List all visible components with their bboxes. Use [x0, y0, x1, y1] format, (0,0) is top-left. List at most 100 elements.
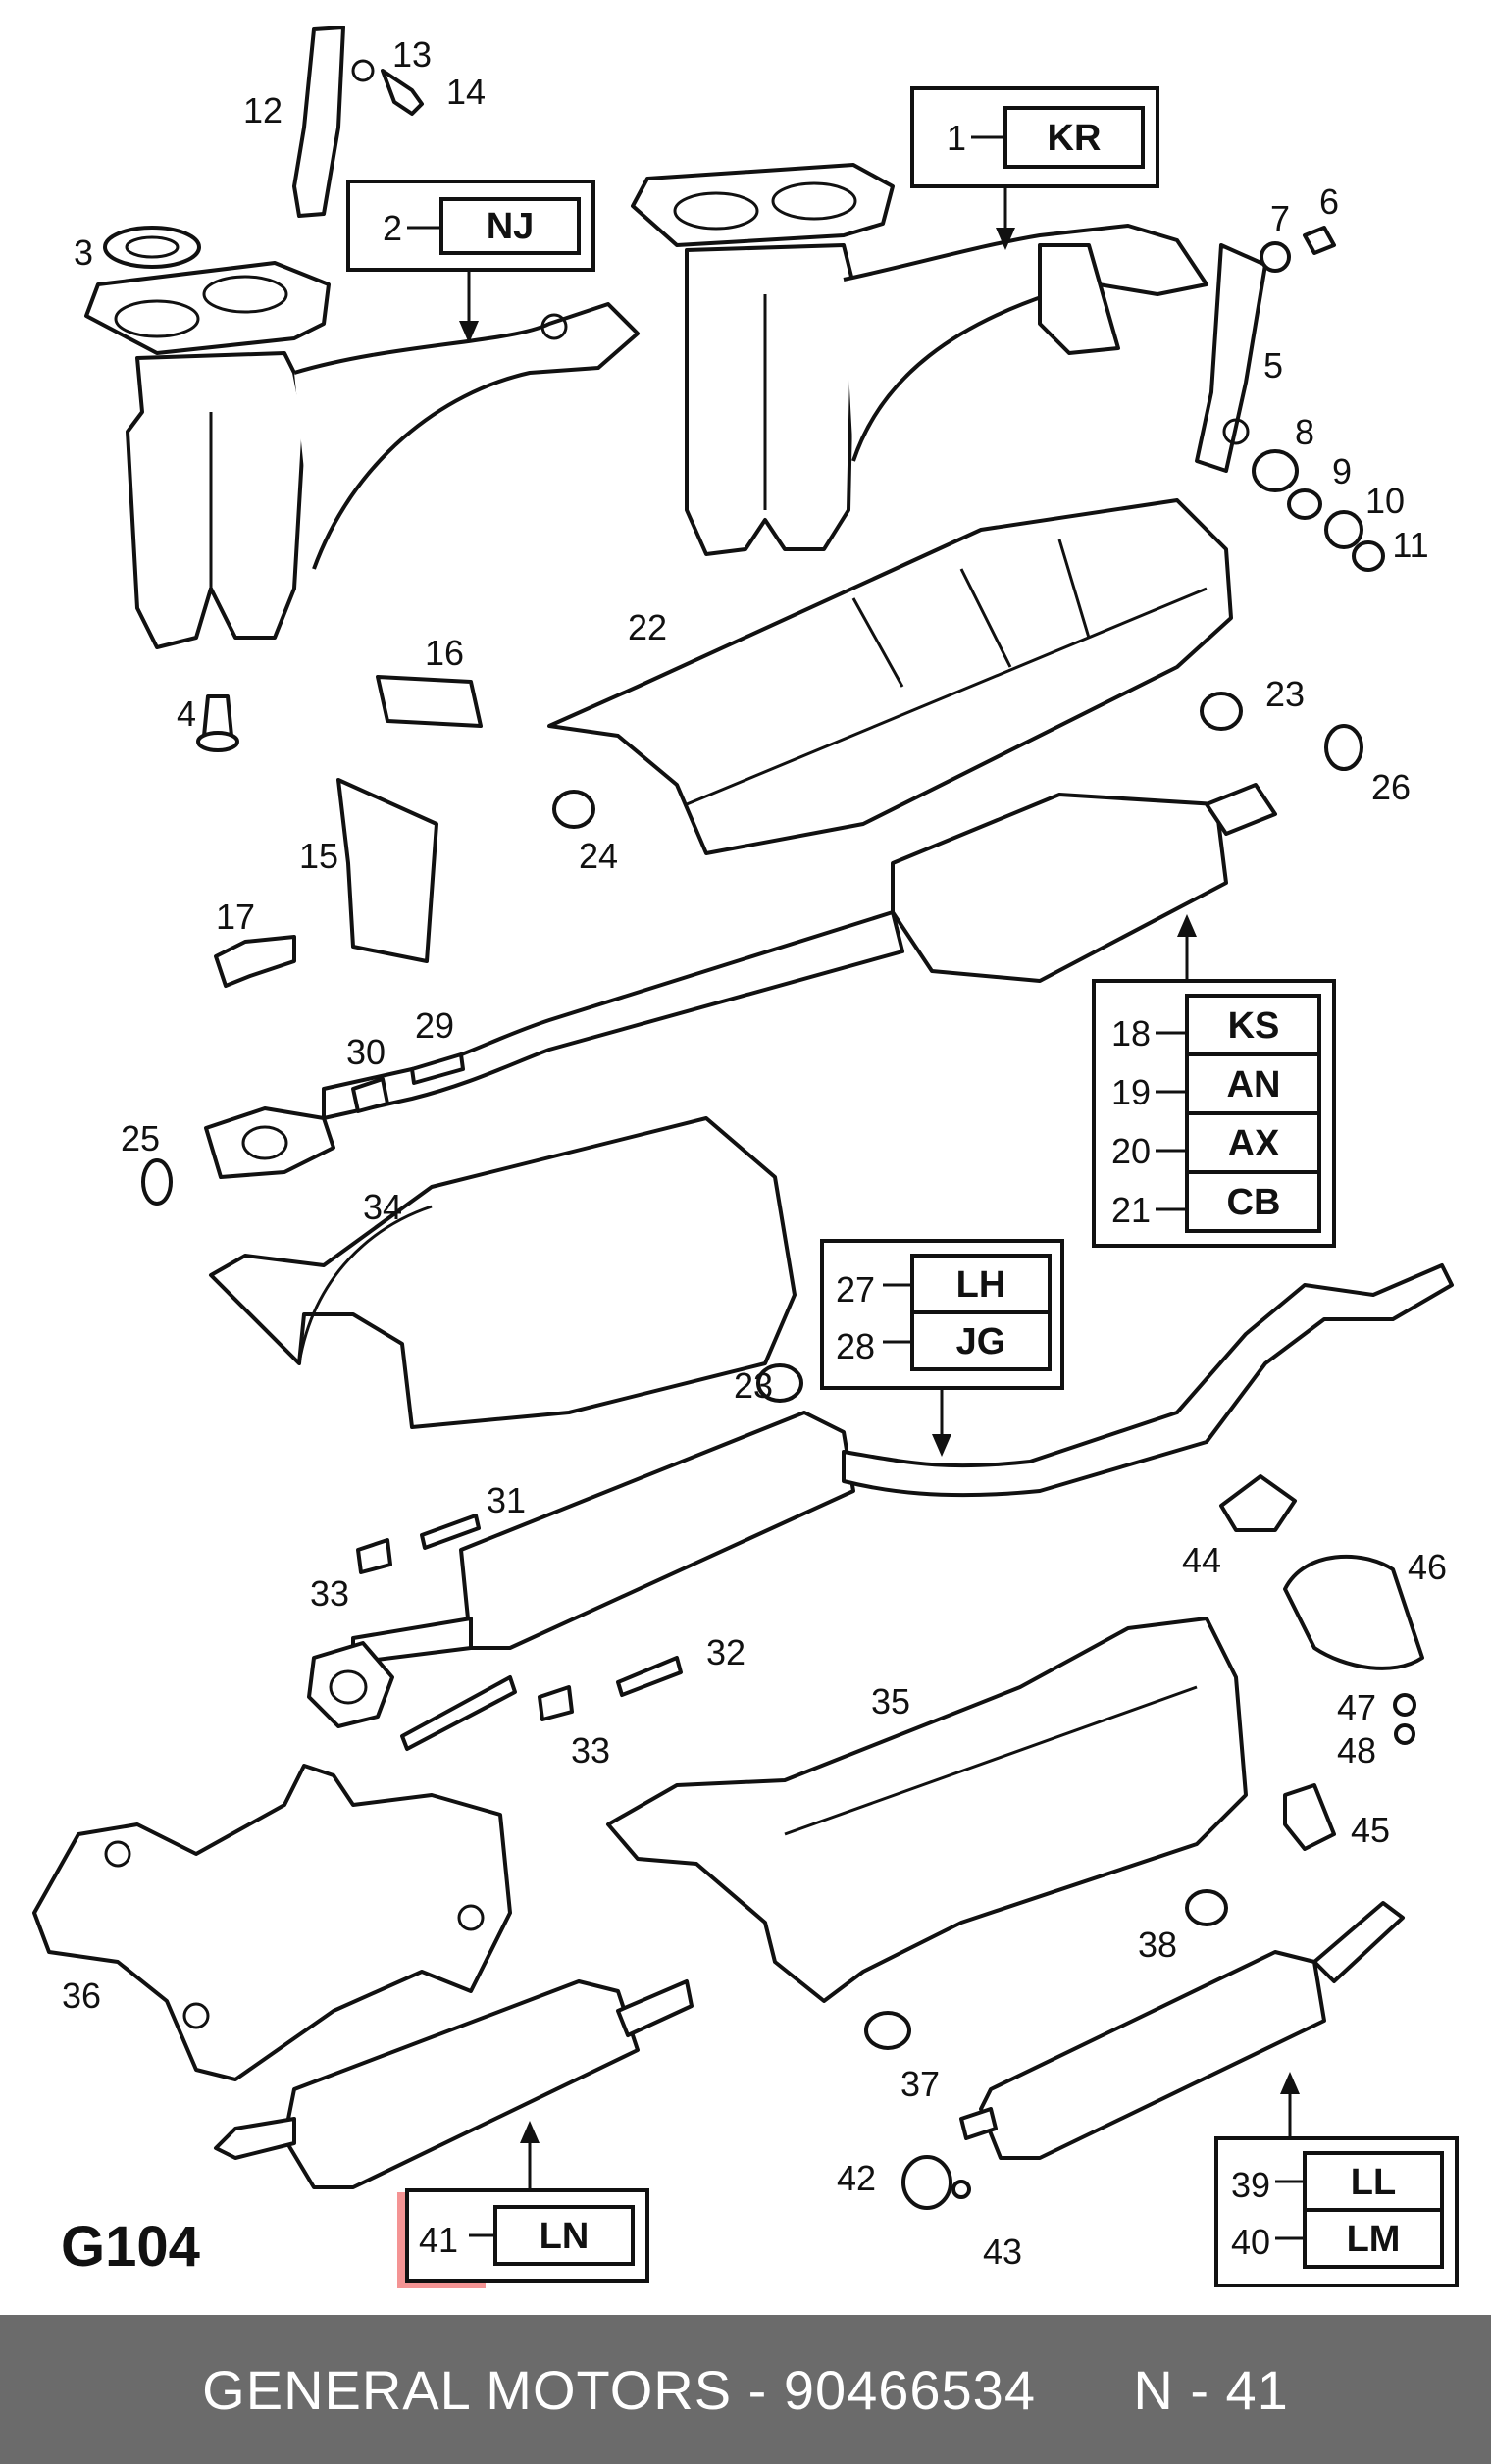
stud-4 — [196, 694, 239, 752]
callout-23b: 23 — [734, 1365, 773, 1406]
footer-gap — [1036, 2358, 1133, 2422]
callout-22: 22 — [628, 607, 667, 647]
callout-11: 11 — [1392, 525, 1428, 565]
callout-39: 39 — [1231, 2165, 1270, 2205]
catalytic-converter — [891, 793, 1228, 983]
callout-34: 34 — [363, 1187, 402, 1227]
hanger-45 — [1283, 1783, 1336, 1851]
callout-19: 19 — [1111, 1072, 1151, 1112]
exhaust-manifold-right — [631, 163, 1208, 556]
spring-30 — [351, 1077, 389, 1113]
flange-lower — [307, 1641, 394, 1728]
callout-3: 3 — [74, 232, 93, 273]
callout-42: 42 — [837, 2158, 876, 2198]
callout-27: 27 — [836, 1269, 875, 1309]
callout-4: 4 — [177, 693, 196, 734]
heat-shield-36 — [32, 1764, 512, 2081]
callout-20: 20 — [1111, 1131, 1151, 1171]
nut-23 — [1200, 692, 1243, 731]
nut-24 — [552, 790, 595, 829]
bolt-17 — [214, 935, 296, 988]
callout-21: 21 — [1111, 1190, 1151, 1230]
nut-38 — [1185, 1889, 1228, 1926]
nut-43 — [951, 2180, 971, 2199]
bolt-14 — [381, 69, 424, 116]
bracket-12 — [292, 26, 345, 218]
exhaust-manifold-left — [84, 261, 640, 649]
footer-banner: GENERAL MOTORS - 90466534 N - 41 — [0, 2315, 1491, 2464]
rubber-8 — [1252, 449, 1299, 492]
code-cb: CB — [1227, 1182, 1281, 1223]
code-ks: KS — [1228, 1005, 1280, 1047]
callout-44: 44 — [1182, 1540, 1221, 1580]
callout-2: 2 — [383, 208, 402, 248]
callout-7: 7 — [1270, 198, 1290, 238]
callout-45: 45 — [1351, 1810, 1390, 1850]
bracket-5 — [1195, 243, 1267, 473]
washer-7 — [1260, 241, 1291, 273]
code-an: AN — [1227, 1064, 1281, 1105]
callout-24: 24 — [579, 836, 618, 876]
callout-33a: 33 — [310, 1573, 349, 1614]
flange — [204, 1106, 335, 1179]
callout-1: 1 — [947, 118, 966, 158]
callout-17: 17 — [216, 897, 255, 937]
callout-46: 46 — [1408, 1547, 1447, 1587]
callout-13: 13 — [392, 34, 432, 75]
callout-30: 30 — [346, 1032, 386, 1072]
footer-separator: - — [732, 2358, 784, 2421]
callout-16: 16 — [425, 633, 464, 673]
bolt-31 — [420, 1514, 481, 1550]
callout-28: 28 — [836, 1326, 875, 1366]
center-muffler — [459, 1411, 855, 1650]
callout-43: 43 — [983, 2232, 1022, 2272]
code-nj: NJ — [487, 206, 535, 247]
clamp-42 — [901, 2155, 952, 2210]
code-kr: KR — [1048, 118, 1102, 159]
callout-41: 41 — [419, 2220, 458, 2260]
bolt-6 — [1303, 226, 1336, 255]
plate-16 — [376, 675, 483, 728]
callout-25: 25 — [121, 1118, 160, 1158]
spacer-9 — [1287, 488, 1322, 520]
washer-48 — [1394, 1723, 1415, 1745]
code-ln: LN — [540, 2216, 590, 2257]
callout-26: 26 — [1371, 767, 1411, 807]
callout-10: 10 — [1365, 481, 1405, 521]
code-lh: LH — [956, 1264, 1006, 1306]
heat-shield-22 — [547, 498, 1233, 855]
callout-40: 40 — [1231, 2222, 1270, 2262]
callout-31: 31 — [487, 1480, 526, 1520]
callout-12: 12 — [243, 90, 283, 130]
clamp-46 — [1283, 1554, 1424, 1670]
nut-23b — [756, 1363, 803, 1403]
rear-muffler-39-40 — [979, 1950, 1326, 2160]
code-ax: AX — [1228, 1123, 1280, 1164]
heat-shield-34 — [209, 1116, 797, 1429]
callout-14: 14 — [446, 72, 486, 112]
callout-35: 35 — [871, 1681, 910, 1721]
nut-37 — [864, 2011, 911, 2050]
footer-position: N - 41 — [1133, 2358, 1289, 2421]
plate-15 — [336, 778, 438, 963]
nut-11 — [1352, 540, 1385, 572]
footer-brand: GENERAL MOTORS — [202, 2358, 733, 2421]
callout-48: 48 — [1337, 1730, 1376, 1771]
exhaust-parts-diagram: KR 1 NJ 2 KS AN AX CB 18 19 20 21 LH JG … — [32, 26, 1459, 2288]
callout-23: 23 — [1265, 674, 1305, 714]
callout-33b: 33 — [571, 1730, 610, 1771]
spring-33a — [356, 1538, 392, 1574]
hanger-44 — [1219, 1474, 1297, 1532]
callout-32: 32 — [706, 1632, 746, 1672]
callout-8: 8 — [1295, 412, 1314, 452]
washer-10 — [1324, 510, 1363, 549]
heat-shield-35 — [606, 1617, 1248, 2003]
footer-part-number: 90466534 — [783, 2358, 1036, 2421]
sheet-code: G104 — [61, 2215, 200, 2279]
callout-18: 18 — [1111, 1013, 1151, 1053]
callout-38: 38 — [1138, 1925, 1177, 1965]
code-jg: JG — [956, 1321, 1006, 1362]
bolt-29 — [410, 1052, 465, 1085]
callout-37: 37 — [900, 2064, 940, 2104]
spring-33b — [538, 1685, 574, 1721]
